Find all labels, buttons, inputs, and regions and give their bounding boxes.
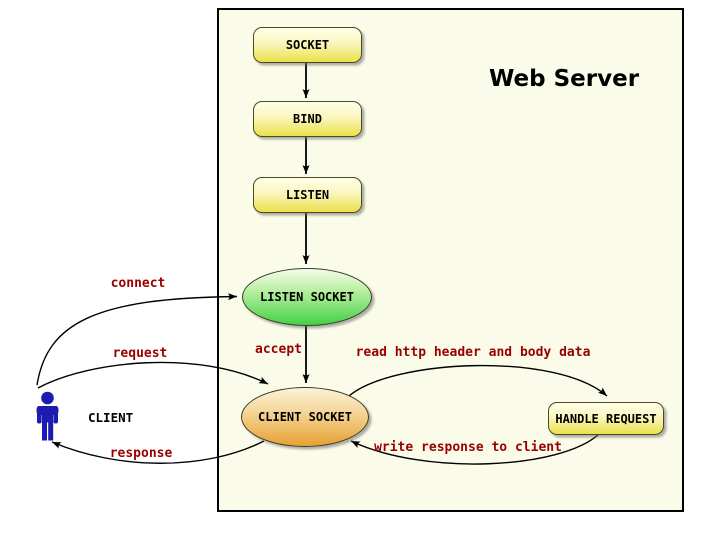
arrow-request bbox=[37, 361, 269, 389]
node-client-socket-label: CLIENT SOCKET bbox=[258, 410, 352, 424]
edge-label-request: request bbox=[112, 346, 168, 361]
web-server-title: Web Server bbox=[488, 66, 640, 92]
node-socket: SOCKET bbox=[253, 27, 362, 63]
edge-label-response: response bbox=[109, 446, 173, 461]
node-listen-label: LISTEN bbox=[285, 188, 330, 202]
arrow-response bbox=[51, 440, 265, 464]
node-handle-request: HANDLE REQUEST bbox=[548, 402, 664, 435]
node-listen-socket: LISTEN SOCKET bbox=[242, 268, 372, 326]
edge-label-connect: connect bbox=[110, 276, 166, 291]
arrow-read bbox=[348, 364, 608, 397]
arrow-connect bbox=[36, 293, 238, 386]
node-bind-label: BIND bbox=[293, 112, 322, 126]
arrow-write bbox=[350, 433, 600, 465]
node-client-socket: CLIENT SOCKET bbox=[241, 387, 369, 447]
node-listen: LISTEN bbox=[253, 177, 362, 213]
node-bind: BIND bbox=[253, 101, 362, 137]
edge-label-accept: accept bbox=[255, 342, 302, 357]
node-socket-label: SOCKET bbox=[285, 38, 330, 52]
node-handle-request-label: HANDLE REQUEST bbox=[555, 411, 657, 426]
node-listen-socket-label: LISTEN SOCKET bbox=[260, 290, 354, 304]
client-caption: CLIENT bbox=[88, 410, 134, 425]
edge-label-read: read http header and body data bbox=[355, 345, 591, 360]
edge-label-write: write response to client bbox=[374, 440, 562, 455]
client-person-icon bbox=[36, 391, 59, 441]
